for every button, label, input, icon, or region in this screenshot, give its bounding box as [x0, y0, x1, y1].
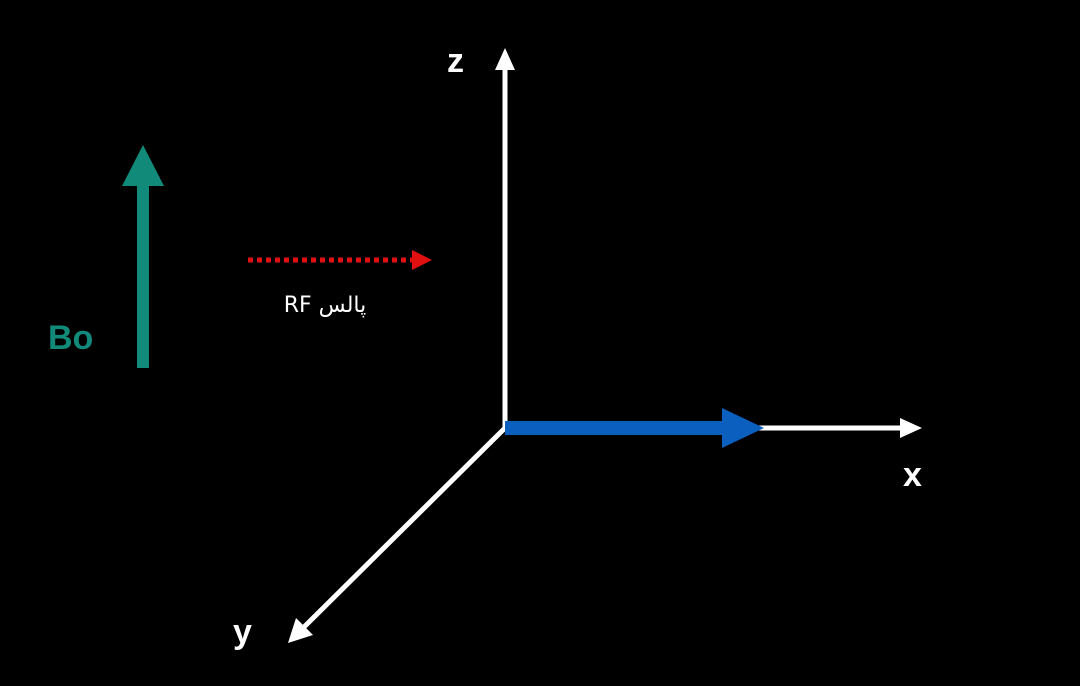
y-axis-arrow-head	[288, 618, 313, 643]
z-axis-label: z	[447, 42, 464, 80]
rf-arrow-head	[412, 250, 432, 270]
b0-label: Bo	[48, 319, 93, 357]
z-axis	[495, 48, 515, 430]
y-axis-line	[299, 426, 507, 632]
magnetization-vector	[505, 408, 764, 448]
z-axis-arrow-head	[495, 48, 515, 70]
b0-field-arrow	[122, 145, 164, 368]
x-axis-arrow-head	[900, 418, 922, 438]
rf-pulse-label: پالس RF	[284, 293, 367, 318]
x-axis-label: x	[903, 456, 922, 494]
y-axis	[288, 426, 507, 643]
y-axis-label: y	[233, 613, 252, 651]
b0-arrow-head	[122, 145, 164, 186]
magnetization-vector-head	[722, 408, 764, 448]
rf-pulse-arrow	[248, 250, 432, 270]
